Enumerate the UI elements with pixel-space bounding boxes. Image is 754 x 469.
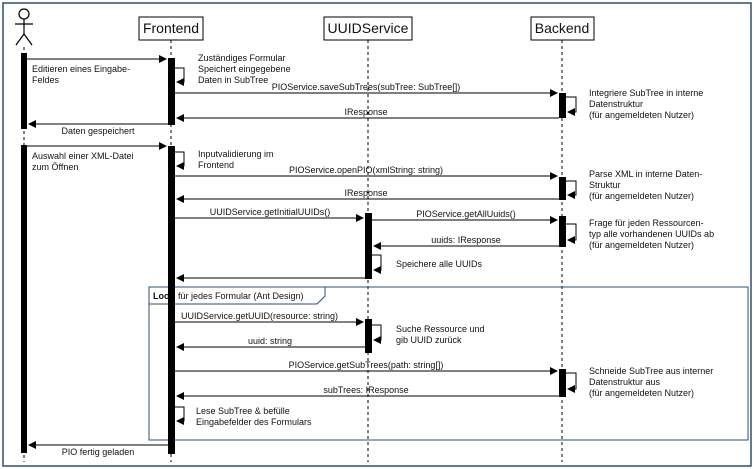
uuidservice-activation-1 xyxy=(365,213,372,279)
self-call-integrate-subtree xyxy=(566,96,577,116)
message-label-uuids-response: uuids: IResponse xyxy=(431,235,501,245)
message-label-save-subtrees: PIOService.saveSubTrees(subTree: SubTree… xyxy=(272,82,461,92)
note-search-resource: Suche Ressource und gib UUID zurück xyxy=(396,324,487,345)
self-call-search-resource xyxy=(372,324,382,344)
frontend-activation-2 xyxy=(168,146,175,454)
self-call-input-validation xyxy=(175,151,185,170)
self-call-cut-subtree xyxy=(566,372,577,393)
message-label-get-initial-uuids: UUIDService.getInitialUUIDs() xyxy=(210,207,331,217)
note-select-xml: Auswahl einer XML-Datei zum Öffnen xyxy=(32,151,136,172)
note-input-validation: Inputvalidierung im Frontend xyxy=(198,149,276,170)
message-label-iresponse-1: IResponse xyxy=(344,107,387,117)
note-cut-subtree: Schneide SubTree aus interner Datenstruk… xyxy=(589,366,716,398)
actor-activation-2 xyxy=(21,145,27,453)
message-label-data-saved: Daten gespeichert xyxy=(61,126,135,136)
backend-activation-3 xyxy=(559,216,566,247)
actor-activation-1 xyxy=(21,53,27,129)
note-form-saves: Zuständiges Formular Speichert eingegebe… xyxy=(198,53,293,85)
loop-frame-tab xyxy=(149,286,326,305)
backend-participant-box xyxy=(530,16,595,41)
message-label-get-subtrees: PIOService.getSubTrees(path: string[]) xyxy=(289,360,444,370)
uuidservice-activation-2 xyxy=(365,319,372,353)
self-call-store-uuids xyxy=(372,254,382,274)
self-call-parse-xml xyxy=(566,180,577,199)
loop-keyword: Loop xyxy=(153,291,175,301)
backend-activation-2 xyxy=(559,177,566,200)
message-label-open-pio: PIOService.openPIO(xmlString: string) xyxy=(289,165,443,175)
message-label-uuid-string: uuid: string xyxy=(248,336,292,346)
message-label-pio-loaded: PIO fertig geladen xyxy=(62,447,135,457)
message-label-subtrees-response: subTrees: IResponse xyxy=(323,385,408,395)
message-label-get-all-uuids: PIOService.getAllUuids() xyxy=(416,209,516,219)
message-label-get-uuid: UUIDService.getUUID(resource: string) xyxy=(181,311,338,321)
note-store-uuids: Speichere alle UUIDs xyxy=(396,259,483,269)
message-label-iresponse-2: IResponse xyxy=(344,188,387,198)
user-actor-icon xyxy=(15,8,33,46)
uuidservice-participant-label: UUIDService xyxy=(328,20,409,36)
self-call-fill-fields xyxy=(175,406,185,425)
uuidservice-participant-box xyxy=(323,16,413,41)
backend-activation-1 xyxy=(559,93,566,118)
note-edit-field: Editieren eines Eingabe- Feldes xyxy=(32,64,133,85)
note-fill-fields: Lese SubTree & befülle Eingabefelder des… xyxy=(196,406,312,427)
backend-participant-label: Backend xyxy=(535,20,589,36)
note-integrate-subtree: Integriere SubTree in interne Datenstruk… xyxy=(589,88,706,120)
loop-title: für jedes Formular (Ant Design) xyxy=(178,291,304,301)
loop-frame xyxy=(148,286,749,441)
self-call-ask-resources xyxy=(566,223,577,244)
backend-activation-4 xyxy=(559,369,566,397)
frontend-activation-1 xyxy=(168,58,175,125)
self-call-form-save xyxy=(175,67,185,86)
frontend-participant-label: Frontend xyxy=(143,20,199,36)
frontend-participant-box xyxy=(138,16,204,41)
note-parse-xml: Parse XML in interne Daten- Struktur (fü… xyxy=(589,169,705,201)
note-ask-resources: Frage für jeden Ressourcen- typ alle vor… xyxy=(589,218,717,250)
